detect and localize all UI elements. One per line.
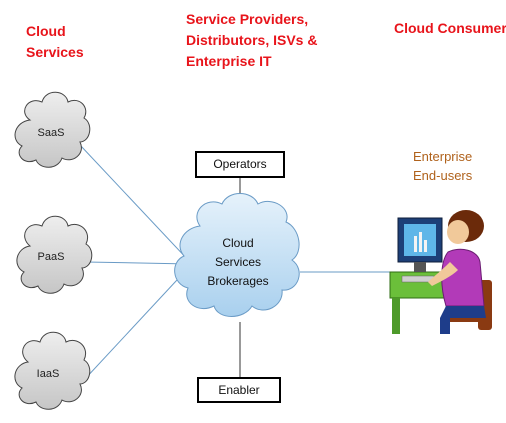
enabler-box: Enabler <box>197 377 281 403</box>
broker-cloud-shape <box>174 193 300 317</box>
cloud-paas-shape <box>16 215 93 294</box>
connector-paas-broker <box>85 261 191 265</box>
header-service-providers: Service Providers, Distributors, ISVs & … <box>186 11 318 69</box>
cloud-label-paas: PaaS <box>37 251 65 263</box>
consumer-label-line-1: Enterprise <box>413 149 473 164</box>
cloud-saas-shape <box>14 91 91 168</box>
user-at-computer-illustration <box>389 210 492 334</box>
torso <box>441 248 485 307</box>
connector-iaas-broker <box>83 265 191 381</box>
broker-label-line-3: Brokerages <box>207 274 269 288</box>
face <box>447 220 469 244</box>
cloud-label-saas: SaaS <box>37 127 65 139</box>
desk-leg <box>392 298 400 334</box>
connector-saas-broker <box>79 144 191 263</box>
broker-label-line-2: Services <box>214 255 261 269</box>
consumer-label-line-2: End-users <box>413 168 473 183</box>
header-cloud-consumers: Cloud Consumers <box>394 20 506 36</box>
leg-lower <box>440 318 450 334</box>
header-cloud-services: Cloud Services <box>26 23 84 60</box>
legs <box>440 306 486 318</box>
monitor-stand <box>414 262 426 272</box>
consumer-label: Enterprise End-users <box>413 147 472 185</box>
broker-label-line-1: Cloud <box>222 236 254 250</box>
cloud-label-iaas: IaaS <box>36 368 60 380</box>
broker-label: Cloud Services Brokerages <box>186 234 290 291</box>
connector-lines <box>79 144 392 381</box>
arm <box>428 262 458 286</box>
cloud-iaas-shape <box>14 331 91 410</box>
operators-box: Operators <box>195 151 285 178</box>
